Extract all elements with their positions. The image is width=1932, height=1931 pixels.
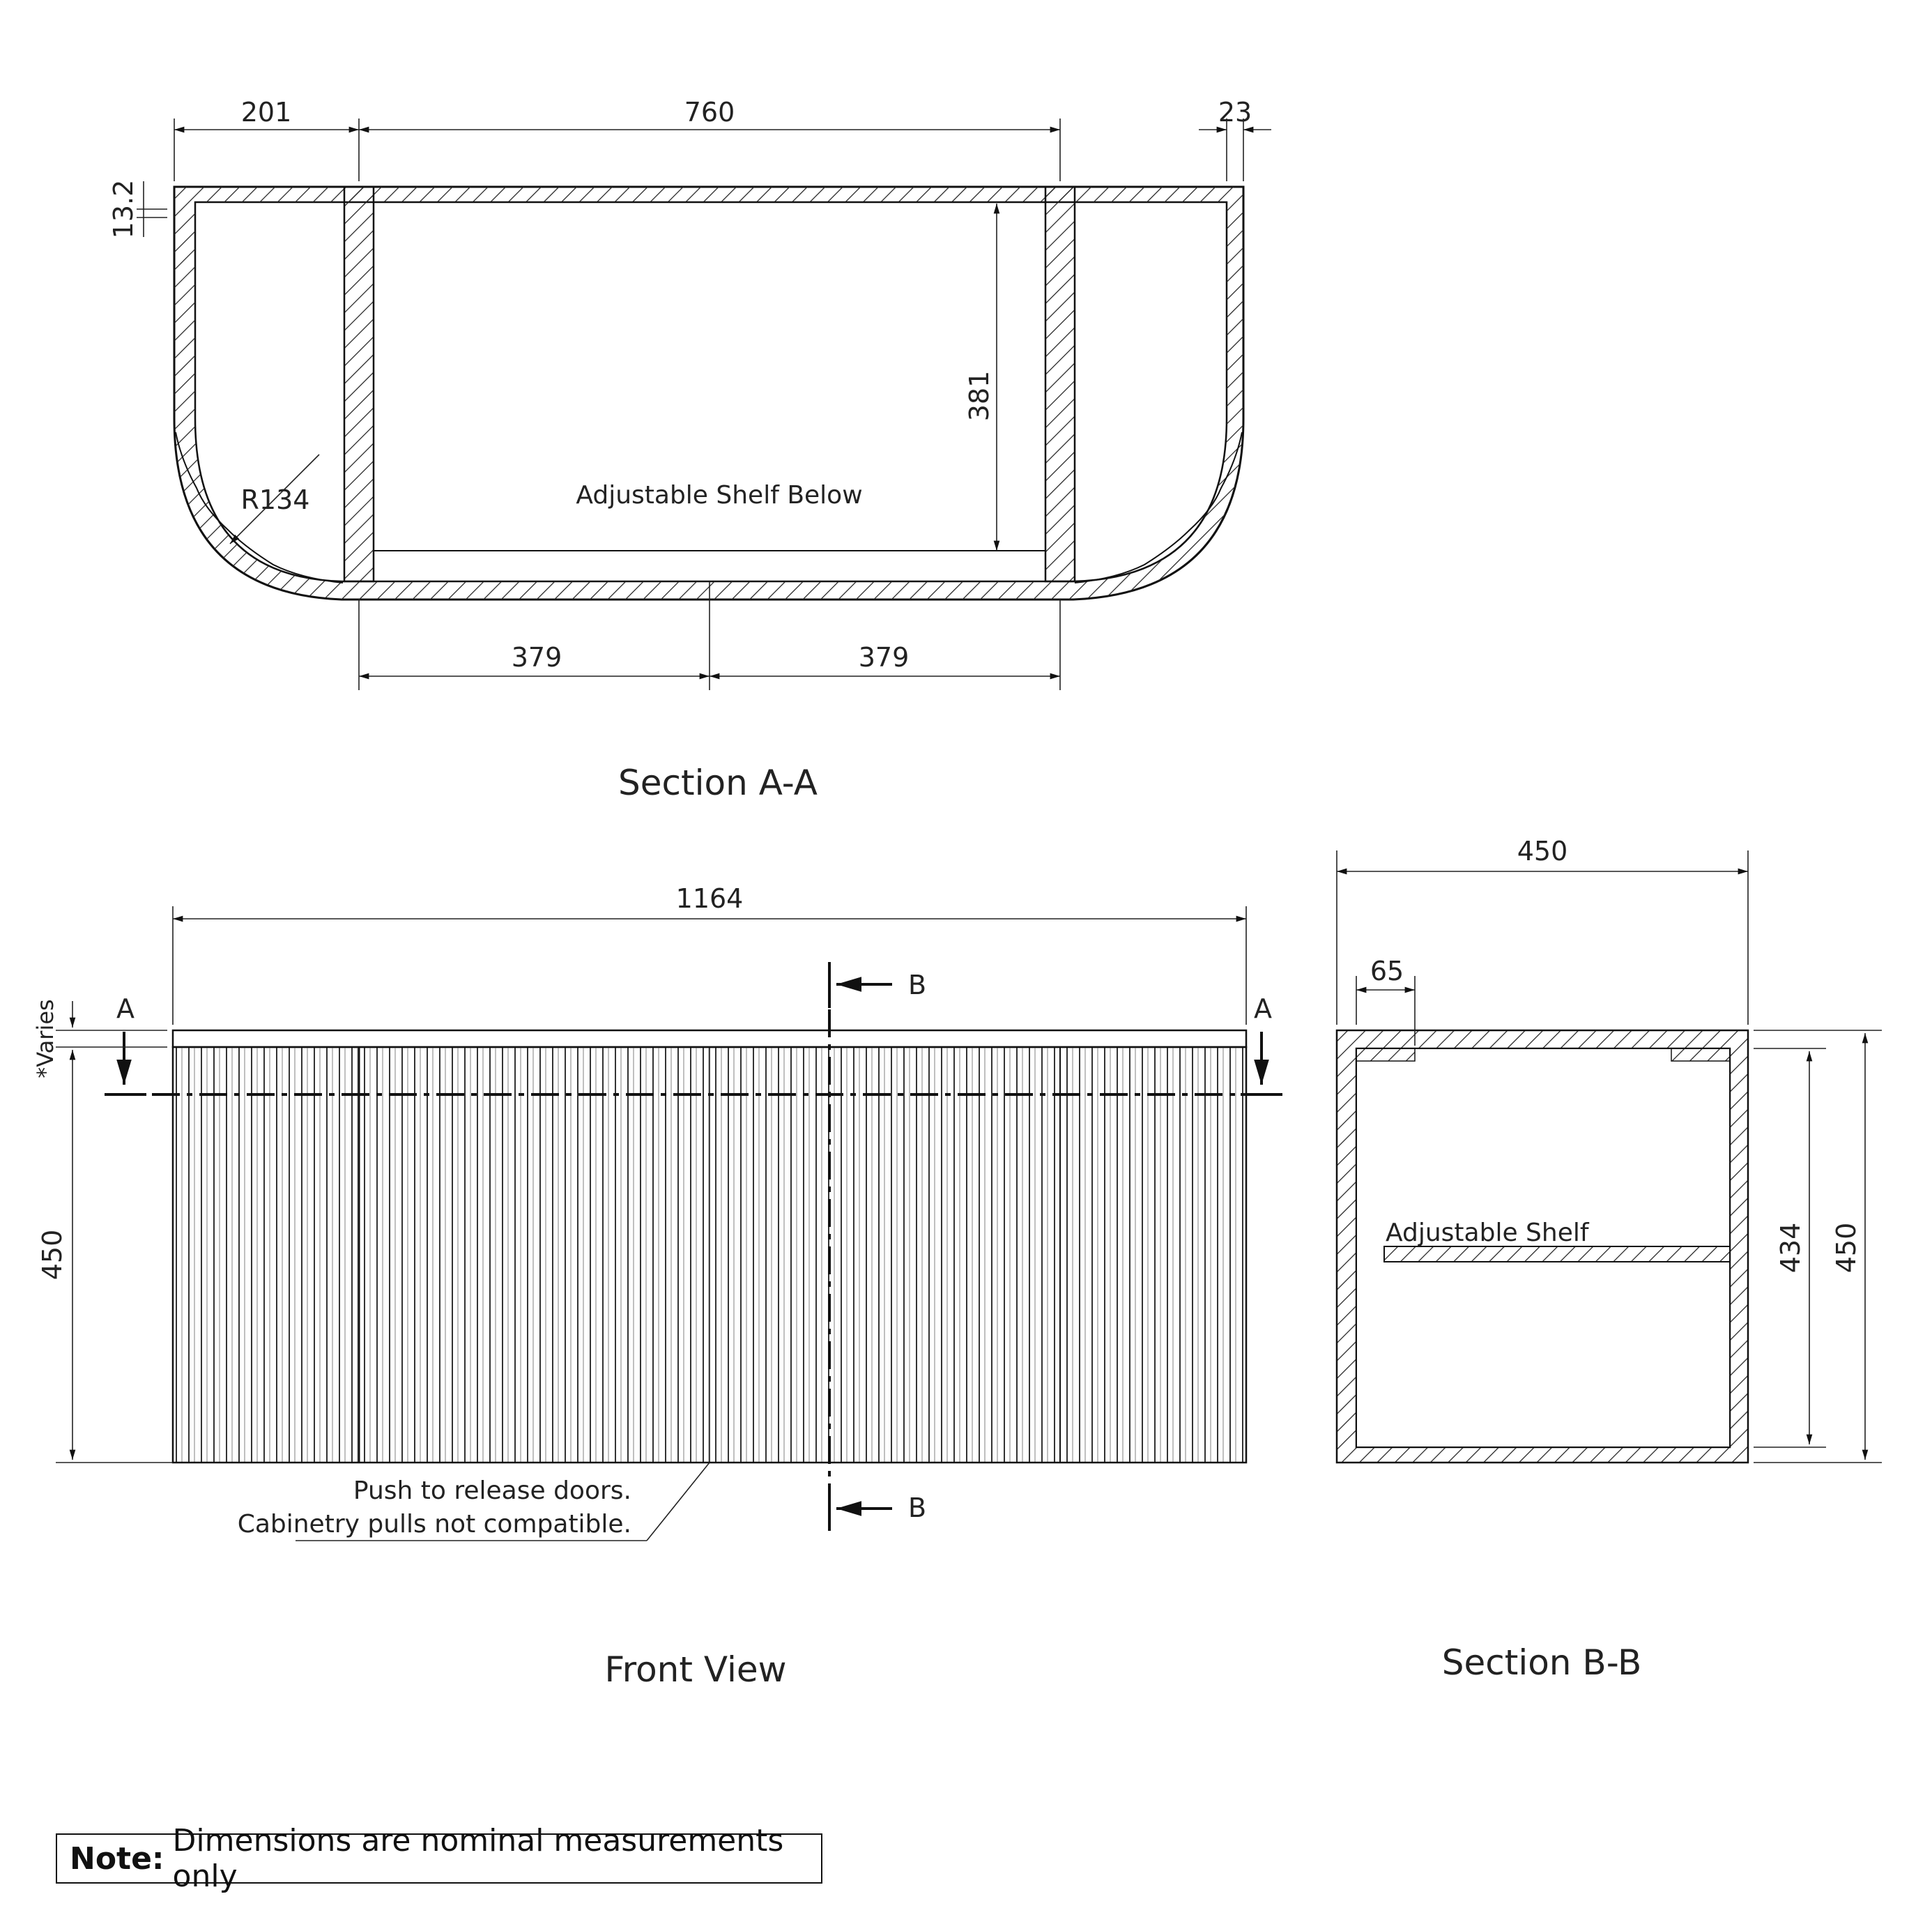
dim-bb-height: 450 <box>1831 1223 1862 1274</box>
adjustable-shelf <box>1383 1246 1731 1262</box>
section-bb: Adjustable Shelf 450 65 434 450 Section … <box>1335 836 1882 1683</box>
fluted-edge-left <box>175 432 344 583</box>
note-text: Dimensions are nominal measurements only <box>172 1823 784 1894</box>
marker-b-bottom: B <box>908 1493 926 1523</box>
dim-middle-width: 760 <box>684 97 735 128</box>
dim-half-right: 379 <box>859 642 910 673</box>
shelf-below-label: Adjustable Shelf Below <box>576 481 862 510</box>
dim-left-width: 201 <box>241 97 292 128</box>
dim-front-height: 450 <box>37 1230 68 1281</box>
dim-bb-inset: 65 <box>1370 956 1404 986</box>
marker-b-top: B <box>908 970 926 1000</box>
marker-a-left: A <box>116 993 135 1024</box>
section-bb-title: Section B-B <box>1442 1642 1642 1683</box>
adjustable-shelf-label: Adjustable Shelf <box>1386 1219 1590 1247</box>
dim-wall-thickness: 13.2 <box>108 180 139 239</box>
front-view: A A B B 1164 450 *Varies Push to release… <box>32 883 1282 1690</box>
dim-right-width: 23 <box>1218 97 1252 128</box>
countertop <box>171 1029 1248 1048</box>
cleat-right <box>1671 1048 1731 1062</box>
section-aa-title: Section A-A <box>618 763 818 803</box>
partition-left <box>343 185 375 583</box>
note-label: Note: <box>70 1840 164 1877</box>
note-push-release: Push to release doors. <box>353 1476 631 1505</box>
cleat-left <box>1356 1048 1416 1062</box>
dim-bb-width: 450 <box>1517 836 1568 867</box>
cabinet-wall-hatch <box>174 187 1243 600</box>
partition-right <box>1044 185 1076 583</box>
dim-top-varies: *Varies <box>32 999 59 1078</box>
dim-radius: R134 <box>241 484 310 515</box>
dim-bb-inner-height: 434 <box>1775 1223 1806 1274</box>
marker-a-right: A <box>1254 993 1272 1024</box>
dim-half-left: 379 <box>512 642 562 673</box>
note-box: Note: Dimensions are nominal measurement… <box>56 1823 822 1894</box>
dim-depth: 381 <box>964 371 995 422</box>
shelf-outline <box>373 201 1046 551</box>
dim-front-width: 1164 <box>676 883 744 914</box>
fluted-edge-right <box>1074 432 1243 583</box>
front-view-title: Front View <box>604 1649 786 1690</box>
cabinet-outer-outline <box>173 185 1245 601</box>
section-aa: 201 760 23 13.2 381 R134 Adjustable Shel… <box>108 97 1271 803</box>
note-pulls-incompatible: Cabinetry pulls not compatible. <box>238 1510 631 1539</box>
